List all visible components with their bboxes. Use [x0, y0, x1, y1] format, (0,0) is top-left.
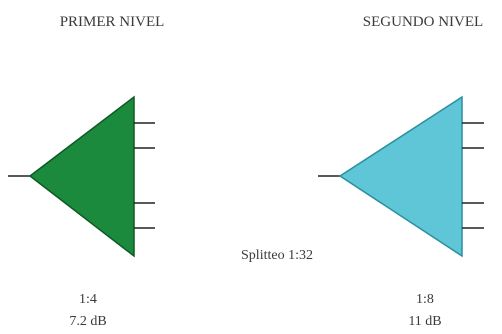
- second-level-splitter-triangle: [338, 95, 463, 258]
- first-level-splitter: [8, 95, 155, 258]
- total-split-label: Splitteo 1:32: [241, 248, 313, 263]
- first-level-splitter-triangle: [28, 95, 135, 258]
- first-level-loss: 7.2 dB: [69, 314, 106, 329]
- second-level-loss: 11 dB: [408, 314, 441, 329]
- first-level-title: PRIMER NIVEL: [60, 14, 165, 30]
- second-level-title: SEGUNDO NIVEL: [363, 14, 483, 30]
- second-level-splitter: [318, 95, 484, 258]
- first-level-ratio: 1:4: [79, 292, 97, 307]
- second-level-ratio: 1:8: [416, 292, 434, 307]
